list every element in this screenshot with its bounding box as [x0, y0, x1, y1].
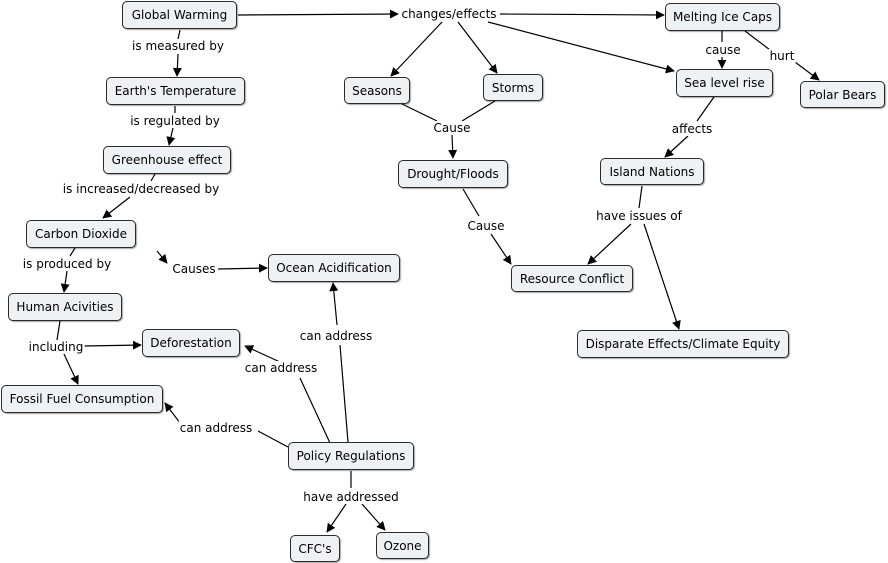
- node-global-warming[interactable]: Global Warming: [122, 1, 237, 29]
- edge-measured-temp: [172, 53, 182, 77]
- node-island-nations[interactable]: Island Nations: [600, 158, 704, 185]
- edge-island-issues: [638, 185, 643, 209]
- link-including: including: [27, 340, 85, 354]
- link-is-produced-by: is produced by: [21, 257, 113, 271]
- edge-issues-resource: [587, 223, 632, 265]
- node-carbon-dioxide[interactable]: Carbon Dioxide: [26, 220, 136, 248]
- edge-regulated-greenhouse: [166, 127, 176, 146]
- link-cause-sea-level: cause: [704, 43, 742, 57]
- node-seasons[interactable]: Seasons: [344, 77, 410, 104]
- node-ocean-acidification[interactable]: Ocean Acidification: [268, 254, 400, 282]
- edge-including-fossil: [63, 353, 79, 385]
- edge-cause-drought: [448, 134, 458, 159]
- edge-greenhouse-increased: [150, 173, 156, 182]
- link-is-measured-by: is measured by: [131, 39, 225, 53]
- edge-changes-melting: [499, 10, 665, 20]
- link-cause-resource: Cause: [466, 219, 506, 233]
- edge-seasons-cause: [401, 103, 438, 122]
- link-hurt: hurt: [768, 49, 796, 63]
- edge-can-address-fossil: [164, 402, 181, 424]
- link-can-address-ocean: can address: [298, 329, 374, 343]
- node-drought-floods[interactable]: Drought/Floods: [398, 160, 508, 188]
- edge-policy-can-address-fossil: [257, 430, 289, 448]
- edge-produced-human: [60, 270, 70, 293]
- link-affects: affects: [670, 122, 714, 136]
- node-human-activities[interactable]: Human Acivities: [8, 293, 122, 321]
- link-is-increased-decreased-by: is increased/decreased by: [61, 182, 221, 196]
- edge-including-deforestation: [83, 340, 142, 350]
- edge-can-address-ocean: [329, 282, 339, 326]
- node-storms[interactable]: Storms: [483, 74, 543, 101]
- link-causes: Causes: [171, 262, 217, 276]
- edge-sealevel-affects: [696, 96, 715, 122]
- link-cause-drought: Cause: [432, 121, 472, 135]
- node-resource-conflict[interactable]: Resource Conflict: [511, 265, 633, 292]
- node-disparate-effects[interactable]: Disparate Effects/Climate Equity: [577, 330, 789, 358]
- node-cfcs[interactable]: CFC's: [290, 535, 340, 562]
- node-melting-ice-caps[interactable]: Melting Ice Caps: [665, 3, 780, 31]
- edge-affects-island: [664, 135, 689, 158]
- edge-have-addressed-ozone: [361, 503, 386, 531]
- edge-issues-disparate: [643, 223, 681, 330]
- link-have-addressed: have addressed: [302, 490, 400, 504]
- edge-human-including: [56, 320, 61, 341]
- edge-increased-co2: [102, 196, 131, 219]
- edge-gw-measured: [177, 29, 181, 40]
- node-policy-regulations[interactable]: Policy Regulations: [288, 442, 414, 470]
- node-earths-temperature[interactable]: Earth's Temperature: [106, 77, 245, 105]
- node-sea-level-rise[interactable]: Sea level rise: [676, 69, 773, 97]
- edge-policy-can-address-deforestation: [299, 377, 331, 444]
- edge-cause-resource: [490, 233, 512, 265]
- node-greenhouse-effect[interactable]: Greenhouse effect: [103, 146, 231, 174]
- edge-hurt-polarbears: [794, 61, 820, 81]
- edge-changes-seasons: [390, 21, 443, 77]
- node-ozone[interactable]: Ozone: [376, 532, 429, 559]
- edge-drought-cause: [462, 188, 480, 217]
- node-polar-bears[interactable]: Polar Bears: [800, 81, 885, 108]
- edge-gw-changes: [237, 9, 399, 19]
- edge-melting-hurt: [744, 30, 771, 51]
- link-can-address-fossil: can address: [178, 421, 254, 435]
- edge-storms-cause: [461, 100, 496, 122]
- edge-can-address-deforestation: [244, 345, 281, 363]
- edge-changes-sealevel: [487, 21, 675, 74]
- link-changes-effects: changes/effects: [400, 7, 498, 21]
- link-have-issues-of: have issues of: [595, 209, 683, 223]
- edge-co2-causes: [156, 250, 168, 264]
- node-deforestation[interactable]: Deforestation: [142, 329, 240, 357]
- link-is-regulated-by: is regulated by: [129, 114, 221, 128]
- edge-causes-ocean: [217, 263, 268, 273]
- edge-policy-can-address-ocean: [339, 344, 349, 443]
- edge-co2-produced: [69, 247, 76, 257]
- edge-changes-storms: [457, 21, 498, 74]
- node-fossil-fuel-consumption[interactable]: Fossil Fuel Consumption: [1, 385, 163, 413]
- edge-have-addressed-cfcs: [326, 503, 347, 533]
- link-can-address-deforestation: can address: [243, 361, 319, 375]
